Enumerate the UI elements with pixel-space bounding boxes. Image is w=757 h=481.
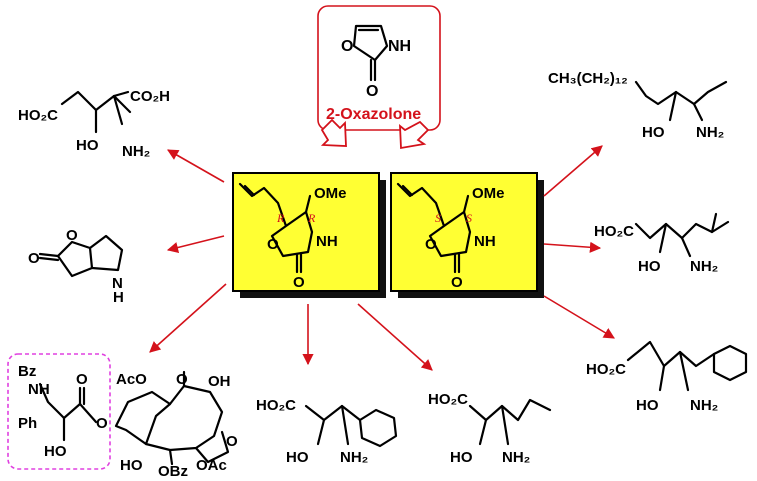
box-rr-nh: NH [316,233,338,250]
taxol-side-chain-frame [7,353,111,470]
oxazolone-structure [352,24,389,82]
oxazolone-group: O NH O 2-Oxazolone [317,5,441,131]
p3-o3: O [176,371,188,388]
product-1: HO₂C CO₂H HO NH₂ [18,88,170,160]
p3-aco: AcO [116,371,147,388]
box-ss-ome: OMe [472,185,505,202]
arrow-to-p6 [543,145,603,197]
p3-ho: HO [44,443,67,460]
box-ss-stereo-1: S [435,211,441,225]
p4-ho2c: HO₂C [256,397,296,414]
product-5: HO₂C HO NH₂ [428,391,552,466]
p3-oh: OH [208,373,231,390]
arrow-to-p2 [166,235,225,253]
p7-ho: HO [638,258,661,275]
p1-ho: HO [76,137,99,154]
p7-nh2: NH₂ [690,258,718,275]
p1-nh2: NH₂ [122,143,150,160]
box-rr-ome: OMe [314,185,347,202]
p4-nh2: NH₂ [340,449,368,466]
box-ss-stereo-2: S [466,211,472,225]
p8-ho2c: HO₂C [586,361,626,378]
p3-o2: O [96,415,108,432]
arrow-to-p5 [357,303,433,371]
p4-ho: HO [286,449,309,466]
box-rr-face [232,172,380,292]
reaction-arrows [149,145,615,371]
p1-co2h: CO₂H [130,88,170,105]
p3-o4: O [226,433,238,450]
hollow-arrow-right [399,120,430,150]
oxazolone-frame [317,5,441,131]
product-7: HO₂C HO NH₂ [594,212,730,275]
p1-ho2c: HO₂C [18,107,58,124]
p3-oac: OAc [196,457,227,474]
box-ss: OMe NH O O S S [390,172,544,298]
p3-obz: OBz [158,463,188,480]
p3-bz: Bz [18,363,36,380]
p6-chain: CH₃(CH₂)₁₂ [548,70,628,87]
box-rr-structure [238,182,314,274]
box-ss-ring-o: O [425,236,437,253]
p8-ho: HO [636,397,659,414]
p5-ho: HO [450,449,473,466]
box-rr-carbonyl-o: O [293,274,305,291]
box-ss-face [390,172,538,292]
arrow-to-p7 [543,241,602,253]
p3-nh: NH [28,381,50,398]
arrow-to-p3 [149,283,227,353]
p5-nh2: NH₂ [502,449,530,466]
p2-h: H [113,289,124,306]
p7-ho2c: HO₂C [594,223,634,240]
p6-ho: HO [642,124,665,141]
hollow-arrow-left [320,118,347,147]
arrow-to-p1 [167,149,225,183]
box-rr-stereo-2: R [307,211,316,225]
p8-nh2: NH₂ [690,397,718,414]
p2-o-carbonyl: O [28,250,40,267]
p3-ph: Ph [18,415,37,432]
product-2: O O N H [28,227,124,306]
arrow-to-p8 [543,295,615,339]
box-ss-structure [396,182,472,274]
oxazolone-nh: NH [388,38,411,55]
oxazolone-title: 2-Oxazolone [326,106,421,123]
product-3-taxol: Bz NH Ph HO O O AcO O OH HO OBz OAc O [7,353,238,480]
p5-ho2c: HO₂C [428,391,468,408]
product-4: HO₂C HO NH₂ [256,397,398,466]
p3-ho2: HO [120,457,143,474]
box-ss-nh: NH [474,233,496,250]
p2-n: N [112,275,123,292]
p3-o1: O [76,371,88,388]
box-rr-ring-o: O [267,236,279,253]
box-rr: OMe NH O O R R [232,172,386,298]
p2-o-ring: O [66,227,78,244]
oxazolone-carbonyl-o: O [366,83,378,100]
oxazolone-ring-o: O [341,38,353,55]
p6-nh2: NH₂ [696,124,724,141]
product-8: HO₂C HO NH₂ [586,340,748,414]
product-6: CH₃(CH₂)₁₂ HO NH₂ [548,70,728,141]
box-ss-carbonyl-o: O [451,274,463,291]
box-rr-stereo-1: R [276,211,285,225]
